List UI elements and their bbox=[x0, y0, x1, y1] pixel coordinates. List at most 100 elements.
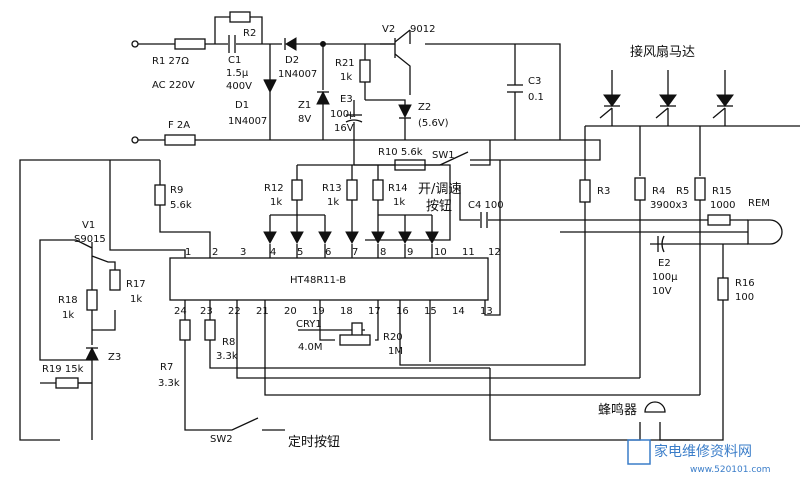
pin-7: 7 bbox=[352, 247, 358, 258]
pin-11: 11 bbox=[462, 247, 475, 258]
r5-resistor bbox=[694, 177, 706, 201]
e3-plate-b bbox=[345, 119, 363, 123]
label-z1-val: 8V bbox=[298, 114, 311, 125]
pin-24: 24 bbox=[174, 306, 187, 317]
label-onoff-2: 按钮 bbox=[426, 199, 452, 214]
label-r20: R20 bbox=[383, 332, 403, 343]
label-r9: R9 bbox=[170, 185, 183, 196]
label-r18: R18 bbox=[58, 295, 78, 306]
label-ic: HT48R11-B bbox=[290, 275, 346, 286]
label-e2: E2 bbox=[658, 258, 671, 269]
label-r21-val: 1k bbox=[340, 72, 352, 83]
label-r16: R16 bbox=[735, 278, 755, 289]
r8-resistor bbox=[204, 319, 216, 341]
wire-buzzer bbox=[489, 368, 690, 441]
label-r10: R10 5.6k bbox=[378, 147, 423, 158]
wire-left-loop bbox=[19, 159, 160, 441]
wire-c4 bbox=[459, 185, 730, 221]
pin-14: 14 bbox=[452, 306, 465, 317]
pin-18: 18 bbox=[340, 306, 353, 317]
r12-resistor bbox=[291, 179, 303, 201]
v1-transistor bbox=[39, 239, 116, 361]
pin-15: 15 bbox=[424, 306, 437, 317]
pin-9: 9 bbox=[407, 247, 413, 258]
label-r18-val: 1k bbox=[62, 310, 74, 321]
label-rem: REM bbox=[748, 198, 770, 209]
label-d2: D2 bbox=[285, 55, 299, 66]
label-z2-val: (5.6V) bbox=[418, 118, 449, 129]
label-r21: R21 bbox=[335, 58, 355, 69]
label-z3: Z3 bbox=[108, 352, 121, 363]
label-buzzer: 蜂鸣器 bbox=[598, 402, 637, 418]
wire-pin16 bbox=[399, 210, 586, 366]
r16-resistor bbox=[717, 277, 729, 301]
z1-zener bbox=[316, 90, 330, 105]
triac-3 bbox=[712, 70, 734, 126]
wire-pin21 bbox=[264, 300, 700, 396]
pin-2: 2 bbox=[212, 247, 218, 258]
label-f: F 2A bbox=[168, 120, 190, 131]
pin-10: 10 bbox=[434, 247, 447, 258]
rem-receiver bbox=[747, 219, 783, 245]
ac-terminal-top bbox=[131, 40, 139, 48]
r4-resistor bbox=[634, 177, 646, 201]
r13-resistor bbox=[346, 179, 358, 201]
label-r4: R4 bbox=[652, 186, 665, 197]
label-e2-val: 100μ bbox=[652, 272, 678, 283]
label-r3: R3 bbox=[597, 186, 610, 197]
wire-z2 bbox=[365, 99, 406, 140]
label-r20-val: 1M bbox=[388, 346, 403, 357]
label-sw1: SW1 bbox=[432, 150, 455, 161]
label-c1: C1 bbox=[228, 55, 241, 66]
label-r19: R19 15k bbox=[42, 364, 84, 375]
v2-leads bbox=[380, 29, 411, 95]
label-c1-val: 1.5μ bbox=[226, 68, 249, 79]
label-r15-val: 1000 bbox=[710, 200, 735, 211]
label-c4: C4 100 bbox=[468, 200, 504, 211]
led-row bbox=[263, 214, 439, 258]
label-e3: E3 bbox=[340, 94, 353, 105]
z3-zener bbox=[85, 346, 99, 361]
r19-resistor bbox=[55, 377, 79, 389]
label-d1: D1 bbox=[235, 100, 249, 111]
label-ac: AC 220V bbox=[152, 80, 195, 91]
r2-resistor bbox=[229, 11, 251, 23]
sw2-switch[interactable] bbox=[200, 417, 285, 431]
label-r5: R5 bbox=[676, 186, 689, 197]
label-v2: V2 bbox=[382, 24, 395, 35]
label-r8: R8 bbox=[222, 337, 235, 348]
pin-12: 12 bbox=[488, 247, 501, 258]
label-e2-v: 10V bbox=[652, 286, 672, 297]
label-r7: R7 bbox=[160, 362, 173, 373]
triac-2 bbox=[655, 70, 677, 126]
label-r15: R15 bbox=[712, 186, 732, 197]
r21-resistor bbox=[359, 59, 371, 83]
wire-c1-r2 bbox=[214, 16, 263, 45]
label-c1-v: 400V bbox=[226, 81, 252, 92]
label-e3-v: 16V bbox=[334, 123, 354, 134]
label-r17-val: 1k bbox=[130, 294, 142, 305]
label-v1: V1 bbox=[82, 220, 95, 231]
label-c3-val: 0.1 bbox=[528, 92, 544, 103]
d2-diode bbox=[285, 37, 297, 51]
ac-terminal-bottom bbox=[131, 136, 139, 144]
r14-resistor bbox=[372, 179, 384, 201]
pin-21: 21 bbox=[256, 306, 269, 317]
pin-1: 1 bbox=[185, 247, 191, 258]
label-z2: Z2 bbox=[418, 102, 431, 113]
pin-23: 23 bbox=[200, 306, 213, 317]
wire-pin23 bbox=[209, 300, 490, 369]
label-r2: R2 bbox=[243, 28, 256, 39]
label-r9-val: 5.6k bbox=[170, 200, 192, 211]
label-z1: Z1 bbox=[298, 100, 311, 111]
r17-resistor bbox=[109, 269, 121, 291]
sw1-switch[interactable] bbox=[439, 140, 491, 166]
wire-pin22 bbox=[236, 300, 640, 379]
pin-16: 16 bbox=[396, 306, 409, 317]
fuse-f bbox=[164, 134, 196, 146]
r9-resistor bbox=[154, 184, 166, 206]
label-r14: R14 bbox=[388, 183, 408, 194]
e2-plate-b bbox=[661, 235, 665, 253]
label-r1: R1 27Ω bbox=[152, 56, 189, 67]
label-r8-val: 3.3k bbox=[216, 351, 238, 362]
